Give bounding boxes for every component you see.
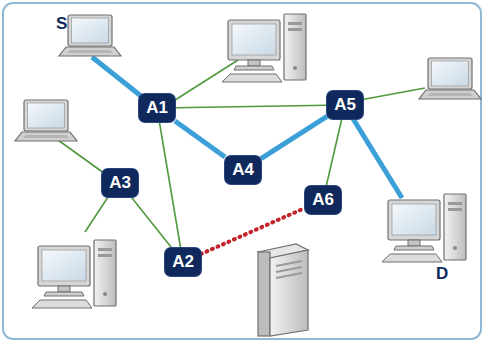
router-label: A2 [166,249,200,275]
frame [3,3,481,339]
network-link [175,105,327,107]
laptop-icon [419,58,481,99]
network-link [159,122,180,248]
access-link [85,194,110,232]
router-box: A3 [102,169,138,197]
router-box: A2 [165,248,201,276]
router-label: A4 [226,157,260,183]
router-label: A5 [328,92,362,118]
router-label: A1 [140,95,174,121]
router-box: A4 [225,156,261,184]
router-label: A6 [306,187,340,213]
laptop-icon [15,100,77,141]
network-link [201,208,305,254]
router-label: A3 [103,170,137,196]
laptop-icon [59,15,121,56]
host-tag: S [56,14,67,34]
network-link [326,119,342,186]
host-tag: D [436,264,448,284]
network-link [261,116,327,158]
access-link [360,88,425,100]
access-link [58,140,108,176]
access-link [352,117,402,198]
server-icon [258,244,308,336]
desktop-icon [222,14,306,82]
desktop-icon [382,194,466,262]
desktop-icon [32,240,116,308]
host-links [58,57,425,232]
access-link [92,57,146,100]
router-box: A5 [327,91,363,119]
network-link [175,121,225,157]
router-box: A1 [139,94,175,122]
network-link [131,197,172,248]
router-box: A6 [305,186,341,214]
